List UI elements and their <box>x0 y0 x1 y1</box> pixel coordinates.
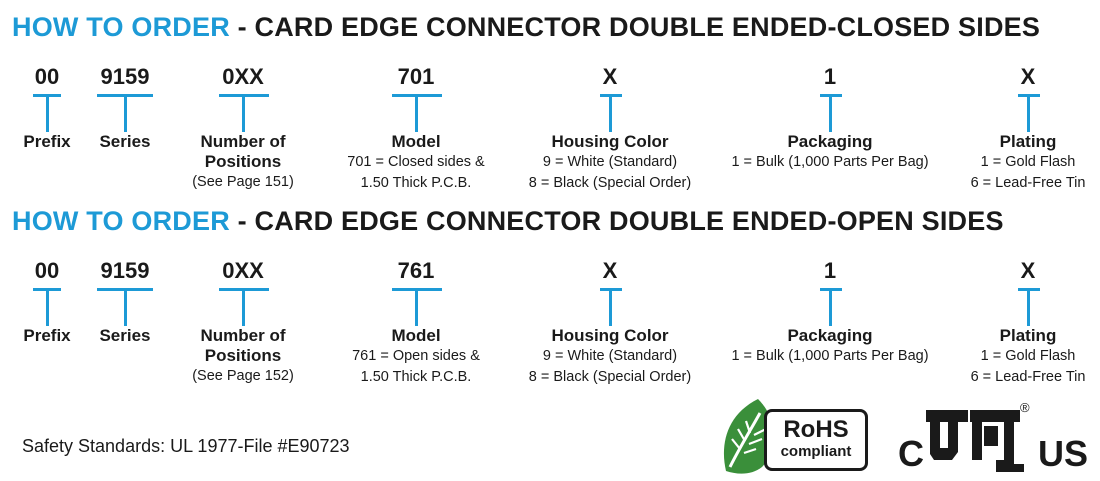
field-desc: 1 = Bulk (1,000 Parts Per Bag) <box>731 154 929 170</box>
title-main: - CARD EDGE CONNECTOR DOUBLE ENDED-CLOSE… <box>229 12 1041 42</box>
field-label: Number of <box>200 132 286 151</box>
connector <box>143 284 343 328</box>
field-desc: 1.50 Thick P.C.B. <box>360 369 472 385</box>
field-label: Prefix <box>23 326 71 345</box>
connector <box>510 90 710 134</box>
connector <box>0 90 147 134</box>
field-packaging: 1 Packaging 1 = Bulk (1,000 Parts Per Ba… <box>730 258 930 367</box>
field-code: 00 <box>34 258 60 283</box>
connector <box>25 284 225 328</box>
field-desc: 6 = Lead-Free Tin <box>970 369 1086 385</box>
field-desc: 701 = Closed sides & <box>347 154 485 170</box>
connector <box>25 90 225 134</box>
field-desc: 1 = Gold Flash <box>980 348 1076 364</box>
connector <box>730 90 930 134</box>
field-code: 0XX <box>222 64 264 89</box>
field-label: Prefix <box>23 132 71 151</box>
order-section-closed: HOW TO ORDER - CARD EDGE CONNECTOR DOUBL… <box>0 12 1100 207</box>
connector <box>928 284 1100 328</box>
field-label: Packaging <box>787 326 873 345</box>
ul-listing-mark: C ® US <box>898 400 1088 476</box>
section-title: HOW TO ORDER - CARD EDGE CONNECTOR DOUBL… <box>12 206 1004 237</box>
field-label: Model <box>391 326 441 345</box>
field-desc: 8 = Black (Special Order) <box>528 369 692 385</box>
field-plating: X Plating 1 = Gold Flash 6 = Lead-Free T… <box>928 64 1100 194</box>
field-desc: 1.50 Thick P.C.B. <box>360 175 472 191</box>
field-code: 0XX <box>222 258 264 283</box>
field-code: X <box>602 64 618 89</box>
field-label: Series <box>99 132 151 151</box>
field-packaging: 1 Packaging 1 = Bulk (1,000 Parts Per Ba… <box>730 64 930 173</box>
field-desc: 761 = Open sides & <box>352 348 480 364</box>
field-housing-color: X Housing Color 9 = White (Standard) 8 =… <box>510 258 710 388</box>
title-accent: HOW TO ORDER <box>12 12 230 42</box>
title-accent: HOW TO ORDER <box>12 206 230 236</box>
field-code: 9159 <box>100 258 150 283</box>
field-desc: 9 = White (Standard) <box>542 154 678 170</box>
field-series: 9159 Series <box>25 258 225 346</box>
connector <box>143 90 343 134</box>
field-code: 00 <box>34 64 60 89</box>
connector <box>510 284 710 328</box>
field-prefix: 00 Prefix <box>0 258 147 346</box>
field-label: Number of <box>200 326 286 345</box>
field-positions: 0XX Number of Positions (See Page 151) <box>143 64 343 193</box>
section-title: HOW TO ORDER - CARD EDGE CONNECTOR DOUBL… <box>12 12 1040 43</box>
field-code: X <box>602 258 618 283</box>
field-desc: 9 = White (Standard) <box>542 348 678 364</box>
field-model: 761 Model 761 = Open sides & 1.50 Thick … <box>316 258 516 388</box>
title-main: - CARD EDGE CONNECTOR DOUBLE ENDED-OPEN … <box>229 206 1004 236</box>
rohs-text-box: RoHS compliant <box>764 409 868 471</box>
registered-mark: ® <box>1020 400 1030 415</box>
field-code: 761 <box>397 258 435 283</box>
connector <box>730 284 930 328</box>
rohs-word: RoHS <box>783 416 849 443</box>
rohs-subtitle: compliant <box>780 443 852 460</box>
field-desc: 8 = Black (Special Order) <box>528 175 692 191</box>
connector <box>316 90 516 134</box>
field-code: 9159 <box>100 64 150 89</box>
field-positions: 0XX Number of Positions (See Page 152) <box>143 258 343 387</box>
ul-c-letter: C <box>898 433 924 474</box>
connector <box>928 90 1100 134</box>
field-label: Plating <box>999 326 1057 345</box>
connector <box>0 284 147 328</box>
field-desc: (See Page 152) <box>192 368 294 384</box>
ul-listed-mark-icon <box>926 410 1024 472</box>
field-label-line2: Positions <box>204 152 282 171</box>
field-label: Model <box>391 132 441 151</box>
field-code: 1 <box>823 64 837 89</box>
safety-standards: Safety Standards: UL 1977-File #E90723 <box>22 436 350 456</box>
field-desc: 6 = Lead-Free Tin <box>970 175 1086 191</box>
field-code: 1 <box>823 258 837 283</box>
field-label-line2: Positions <box>204 346 282 365</box>
field-desc: 1 = Bulk (1,000 Parts Per Bag) <box>731 348 929 364</box>
field-code: X <box>1020 258 1036 283</box>
field-label: Packaging <box>787 132 873 151</box>
field-label: Series <box>99 326 151 345</box>
rohs-badge: RoHS compliant <box>718 395 868 477</box>
field-code: X <box>1020 64 1036 89</box>
field-prefix: 00 Prefix <box>0 64 147 152</box>
ul-us-letters: US <box>1038 433 1089 474</box>
connector <box>316 284 516 328</box>
field-desc: (See Page 151) <box>192 174 294 190</box>
order-section-open: HOW TO ORDER - CARD EDGE CONNECTOR DOUBL… <box>0 206 1100 401</box>
leaf-icon <box>723 399 775 474</box>
field-housing-color: X Housing Color 9 = White (Standard) 8 =… <box>510 64 710 194</box>
field-label: Plating <box>999 132 1057 151</box>
field-code: 701 <box>397 64 435 89</box>
field-series: 9159 Series <box>25 64 225 152</box>
field-label: Housing Color <box>551 132 669 151</box>
field-model: 701 Model 701 = Closed sides & 1.50 Thic… <box>316 64 516 194</box>
field-plating: X Plating 1 = Gold Flash 6 = Lead-Free T… <box>928 258 1100 388</box>
field-desc: 1 = Gold Flash <box>980 154 1076 170</box>
field-label: Housing Color <box>551 326 669 345</box>
